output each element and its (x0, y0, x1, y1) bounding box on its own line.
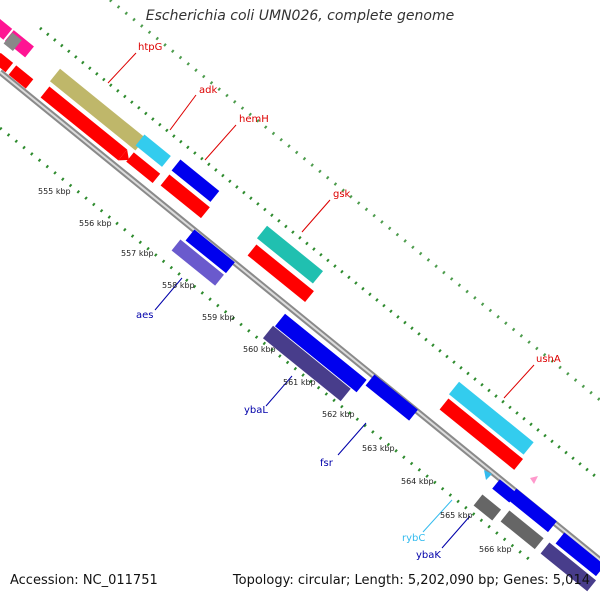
tick-label: 565 kbp (440, 511, 473, 520)
tick-label: 563 kbp (362, 444, 395, 453)
tick-label: 561 kbp (283, 378, 316, 387)
gene-label-ushA: ushA (536, 354, 561, 365)
accession-label: Accession: NC_011751 (10, 573, 158, 588)
gene-label-aes: aes (136, 310, 154, 321)
tick-label: 559 kbp (202, 313, 235, 322)
genome-backbone (0, 69, 600, 563)
gene-label-rybC: rybC (402, 533, 425, 544)
tick-label: 564 kbp (401, 477, 434, 486)
tick-label: 556 kbp (79, 219, 112, 228)
tick-label: 566 kbp (479, 545, 512, 554)
gene-labels: htpG adk hemH gsk aes ushA ybaL fsr rybC… (136, 42, 561, 561)
map-title: Escherichia coli UMN026, complete genome (145, 8, 455, 24)
gene-label-ybaK: ybaK (416, 550, 441, 561)
gene-label-fsr: fsr (320, 458, 334, 469)
gene-label-htpG: htpG (138, 42, 162, 53)
tick-label: 555 kbp (38, 187, 71, 196)
tick-label: 558 kbp (162, 281, 195, 290)
genome-summary: Topology: circular; Length: 5,202,090 bp… (232, 573, 590, 588)
gene-label-gsk: gsk (333, 189, 351, 200)
gene-label-adk: adk (199, 85, 217, 96)
tick-label: 562 kbp (322, 410, 355, 419)
tick-label: 557 kbp (121, 249, 154, 258)
features (0, 16, 600, 592)
gene-label-ybaL: ybaL (244, 405, 268, 416)
tick-label: 560 kbp (243, 345, 276, 354)
feature-box (0, 16, 13, 40)
gene-label-hemH: hemH (239, 114, 269, 125)
scale-labels: 555 kbp 556 kbp 557 kbp 558 kbp 559 kbp … (38, 187, 512, 554)
gc-track-inner (0, 126, 531, 562)
gene-leaders (107, 52, 535, 549)
